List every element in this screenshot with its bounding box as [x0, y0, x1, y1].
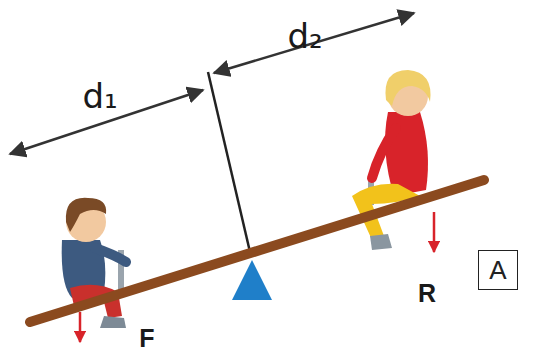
distance-label: d₂ [287, 16, 322, 56]
letter-box: A [478, 250, 518, 290]
distance-arrow [214, 13, 414, 73]
fulcrum-triangle [232, 260, 272, 300]
distance-label: d₁ [82, 76, 117, 116]
force-label: R [418, 279, 436, 308]
seesaw-plank [30, 180, 484, 322]
reference-line [208, 72, 250, 252]
girl-figure [352, 70, 431, 250]
force-arrow [79, 312, 82, 342]
box-letter: A [489, 255, 506, 286]
force-arrow [433, 212, 436, 252]
force-label: F [139, 324, 154, 353]
